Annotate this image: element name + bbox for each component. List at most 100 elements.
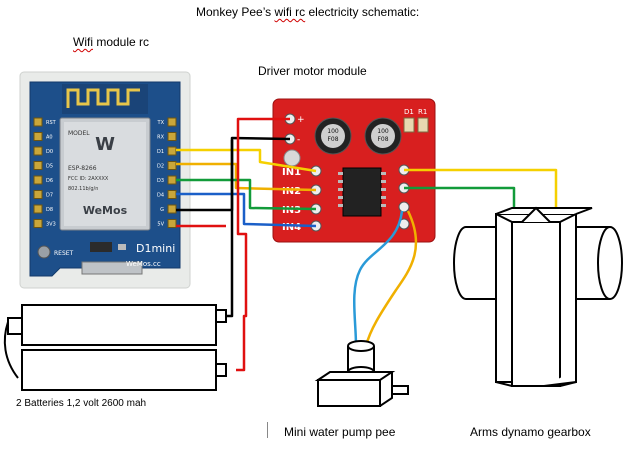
usb-connector xyxy=(81,261,143,275)
gearbox-top-notch xyxy=(521,206,551,223)
wire-d3-in3 xyxy=(176,178,317,211)
right-pin-pad-d4 xyxy=(167,190,177,199)
pump-body-side xyxy=(379,372,393,407)
title-prefix: Monkey Pee’s xyxy=(196,5,275,19)
left-pin-label-3v3: 3V3 xyxy=(46,222,56,228)
wire-d4-in4 xyxy=(176,192,317,228)
wemos-antenna-trace xyxy=(66,88,140,108)
wire-battery-minus xyxy=(216,140,234,318)
left-pin-pad-d0 xyxy=(33,146,43,156)
wemos-d1-mini-board: W MODEL ESP-8266 FCC ID: 2AXXXX 802.11b/… xyxy=(19,71,191,289)
capacitor-2-label: 100 xyxy=(377,128,389,135)
driver-ic-pins xyxy=(338,172,386,207)
wifi-module-label: Wifi module rc xyxy=(73,35,149,49)
in2-label: IN2 xyxy=(282,186,301,197)
wemos-brand-mark: W xyxy=(95,134,115,155)
right-pin-label-g: G xyxy=(160,207,164,213)
wifi-module-label-underlined: Wifi xyxy=(73,35,93,49)
wemos-model-line-2: ESP-8266 xyxy=(68,165,97,172)
left-pin-pad-d7 xyxy=(33,190,43,199)
right-pin-pad-5v xyxy=(167,219,177,228)
right-pin-pad-tx xyxy=(167,117,177,127)
right-pin-label-tx: TX xyxy=(157,120,165,126)
gearbox-right-end xyxy=(597,226,623,300)
right-pin-label-rx: RX xyxy=(157,135,164,141)
left-pin-pad-d6 xyxy=(33,175,43,185)
wires xyxy=(176,117,558,372)
wire-d2-in2 xyxy=(176,162,317,192)
water-pump xyxy=(314,340,409,407)
wire-battery-plus xyxy=(236,117,290,372)
mounting-hole xyxy=(283,149,301,167)
left-pin-label-rst: RST xyxy=(46,120,57,126)
driver-ic xyxy=(342,167,382,217)
dynamo-gearbox xyxy=(453,206,623,387)
pump-motor-sides xyxy=(347,346,375,372)
pump-nozzle xyxy=(391,385,409,395)
left-pin-label-a0: A0 xyxy=(46,135,53,141)
left-pin-pad-d5 xyxy=(33,161,43,170)
left-pin-label-d0: D0 xyxy=(46,149,53,155)
plus-label: + xyxy=(297,115,305,125)
capacitor-1-code: F08 xyxy=(327,136,338,143)
label-d1: D1 xyxy=(404,108,414,116)
wire-motor-green xyxy=(404,186,516,212)
minus-label: - xyxy=(297,135,300,145)
capacitor-1-label: 100 xyxy=(327,128,339,135)
text-cursor xyxy=(267,422,268,438)
board-site: WeMos.cc xyxy=(126,260,161,268)
gearbox-body-top xyxy=(495,207,593,215)
capacitor-1-top xyxy=(321,124,345,148)
wifi-module-label-suffix: module rc xyxy=(93,35,150,49)
in3-label: IN3 xyxy=(282,205,301,216)
label-r1: R1 xyxy=(418,108,427,116)
left-pin-label-d6: D6 xyxy=(46,178,53,184)
right-pin-label-d1: D1 xyxy=(157,149,164,155)
left-pin-pad-a0 xyxy=(33,132,43,141)
motor-b-pad-1 xyxy=(398,201,410,213)
right-pin-pad-rx xyxy=(167,132,177,141)
reset-button xyxy=(37,245,51,259)
pump-motor-top xyxy=(347,340,375,352)
gearbox-body-front xyxy=(511,221,561,387)
left-pin-pad-d8 xyxy=(33,204,43,214)
smd-part-r1 xyxy=(417,117,429,133)
pump-label: Mini water pump pee xyxy=(284,425,396,439)
wire-pump-blue xyxy=(352,210,404,347)
battery-1-cap xyxy=(215,309,227,323)
right-pin-pad-g xyxy=(167,204,177,214)
right-pin-label-d4: D4 xyxy=(157,193,164,199)
battery-pack xyxy=(3,304,227,391)
wire-pump-yellow xyxy=(364,210,418,347)
title-suffix: electricity schematic: xyxy=(305,5,420,19)
battery-2-cap xyxy=(215,363,227,377)
battery-label: 2 Batteries 1,2 volt 2600 mah xyxy=(16,398,147,409)
wire-d1-in1 xyxy=(176,148,317,173)
right-pin-pad-d2 xyxy=(167,161,177,170)
usb-chip xyxy=(90,242,112,252)
battery-2 xyxy=(21,349,217,391)
wemos-model-line-1: MODEL xyxy=(68,130,90,137)
wemos-model-line-3: FCC ID: 2AXXXX xyxy=(68,176,109,182)
pump-body-top xyxy=(314,371,396,381)
in4-label: IN4 xyxy=(282,222,301,233)
gearbox-label: Arms dynamo gearbox xyxy=(470,425,591,439)
right-pin-label-5v: 5V xyxy=(157,222,164,228)
gearbox-base xyxy=(543,370,577,387)
right-pin-label-d2: D2 xyxy=(157,164,164,170)
left-pin-pad-3v3 xyxy=(33,219,43,228)
wemos-brand-text: WeMos xyxy=(83,204,128,217)
capacitor-2-code: F08 xyxy=(377,136,388,143)
battery-1-terminal xyxy=(7,317,23,335)
capacitor-2-top xyxy=(371,124,395,148)
in1-label: IN1 xyxy=(282,167,301,178)
left-pin-label-d8: D8 xyxy=(46,207,53,213)
left-pin-pad-rst xyxy=(33,117,43,127)
right-pin-pad-d3 xyxy=(167,175,177,185)
smd-part xyxy=(118,244,126,250)
right-pin-label-d3: D3 xyxy=(157,178,164,184)
wemos-model-line-4: 802.11b/g/n xyxy=(68,186,98,192)
